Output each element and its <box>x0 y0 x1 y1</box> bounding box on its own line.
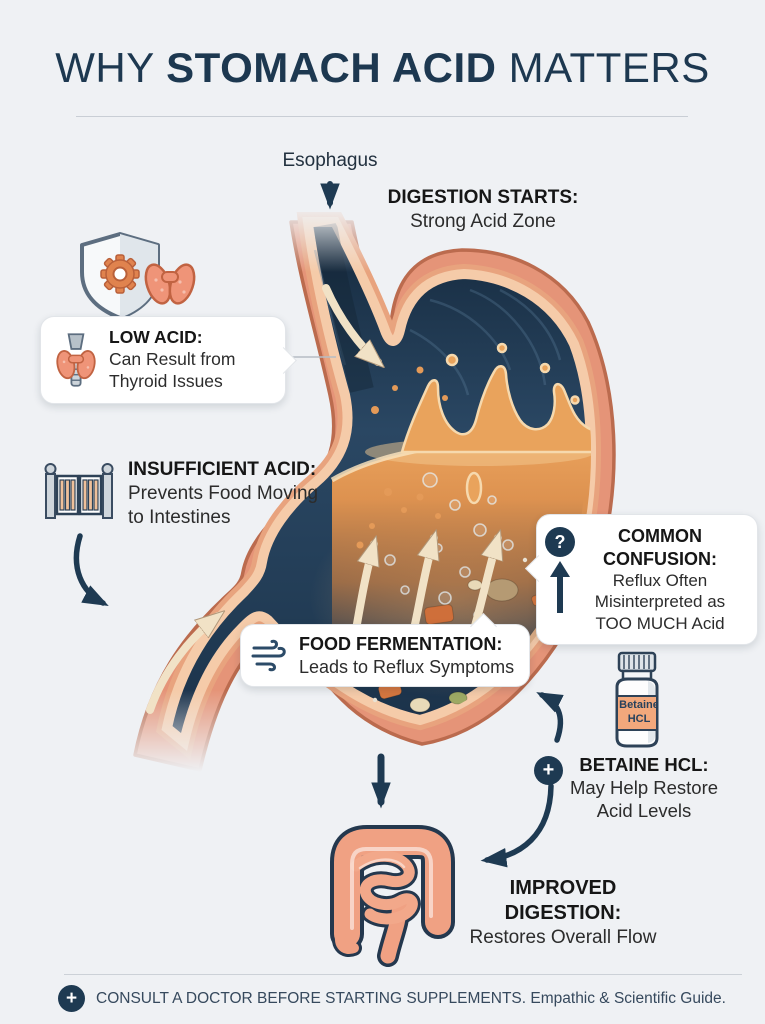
gate-icon <box>44 463 114 519</box>
title-divider <box>76 116 688 117</box>
title-prefix: WHY <box>55 44 167 91</box>
betaine-hcl-note: BETAINE HCL: May Help Restore Acid Level… <box>566 753 722 822</box>
digestion-starts-note: DIGESTION STARTS: Strong Acid Zone <box>383 186 583 234</box>
up-arrow-icon <box>550 561 570 613</box>
betaine-hcl-heading: BETAINE HCL: <box>579 754 709 775</box>
page-title: WHY STOMACH ACID MATTERS <box>0 44 765 92</box>
thyroid-gland-icon <box>56 333 96 387</box>
footer-credit: Empathic & Scientific Guide. <box>530 989 726 1007</box>
footer: + CONSULT A DOCTOR BEFORE STARTING SUPPL… <box>58 985 738 1012</box>
common-confusion-heading: COMMON CONFUSION: <box>603 526 717 569</box>
improved-digestion-body: Restores Overall Flow <box>469 927 657 948</box>
intestines-icon <box>330 825 455 967</box>
bottle-label-line2: HCL <box>627 712 651 725</box>
supplement-bottle-icon <box>615 651 659 748</box>
improved-digestion-note: IMPROVED DIGESTION: Restores Overall Flo… <box>452 876 674 950</box>
acid-splash <box>400 342 592 505</box>
question-icon: ? <box>545 527 575 557</box>
footer-plus-icon: + <box>58 985 85 1012</box>
food-fermentation-heading: FOOD FERMENTATION: <box>299 634 503 654</box>
food-fermentation-callout: FOOD FERMENTATION: Leads to Reflux Sympt… <box>240 613 530 687</box>
title-suffix: MATTERS <box>496 44 710 91</box>
low-acid-body: Can Result from Thyroid Issues <box>109 348 236 391</box>
betaine-hcl-body: May Help Restore Acid Levels <box>569 777 719 822</box>
thyroid-icon <box>144 263 196 305</box>
annotation-arrows <box>73 181 564 868</box>
insufficient-acid-body: Prevents Food Moving to Intestines <box>128 482 319 528</box>
footer-disclaimer: CONSULT A DOCTOR BEFORE STARTING SUPPLEM… <box>96 989 527 1007</box>
bottle-label-line1: Betaine <box>619 699 659 711</box>
common-confusion-callout: ? COMMON CONFUSION: Reflux Often Misinte… <box>525 514 758 645</box>
esophagus-label: Esophagus <box>282 150 378 171</box>
acid-droplets <box>356 366 448 549</box>
digestion-starts-body: Strong Acid Zone <box>410 210 556 232</box>
esophagus-flow-arrow <box>322 284 378 362</box>
betaine-to-stomach-arrow <box>536 692 564 743</box>
shield-thyroid-icon <box>80 232 196 320</box>
low-acid-callout: LOW ACID: Can Result from Thyroid Issues <box>40 316 297 404</box>
plus-icon: + <box>534 756 563 785</box>
title-emphasis: STOMACH ACID <box>166 44 497 91</box>
betaine-to-intestine-arrow <box>480 783 554 868</box>
shield-icon <box>80 232 160 320</box>
improved-digestion-heading: IMPROVED DIGESTION: <box>504 877 622 924</box>
gas-wind-icon <box>251 639 286 671</box>
food-fermentation-body: Leads to Reflux Symptoms <box>299 656 515 677</box>
insufficient-acid-heading: INSUFFICIENT ACID: <box>128 459 317 480</box>
common-confusion-body: Reflux Often Misinterpreted as TOO MUCH … <box>594 571 726 633</box>
bottle-label: Betaine HCL <box>618 699 660 727</box>
insufficient-acid-note: INSUFFICIENT ACID: Prevents Food Moving … <box>44 458 320 529</box>
low-acid-heading: LOW ACID: <box>109 327 203 347</box>
footer-text: CONSULT A DOCTOR BEFORE STARTING SUPPLEM… <box>96 990 726 1008</box>
footer-divider <box>64 974 742 975</box>
digestion-starts-heading: DIGESTION STARTS: <box>387 187 579 208</box>
duodenum-flow-arrow <box>146 616 218 714</box>
gate-to-stomach-arrow <box>73 533 109 607</box>
